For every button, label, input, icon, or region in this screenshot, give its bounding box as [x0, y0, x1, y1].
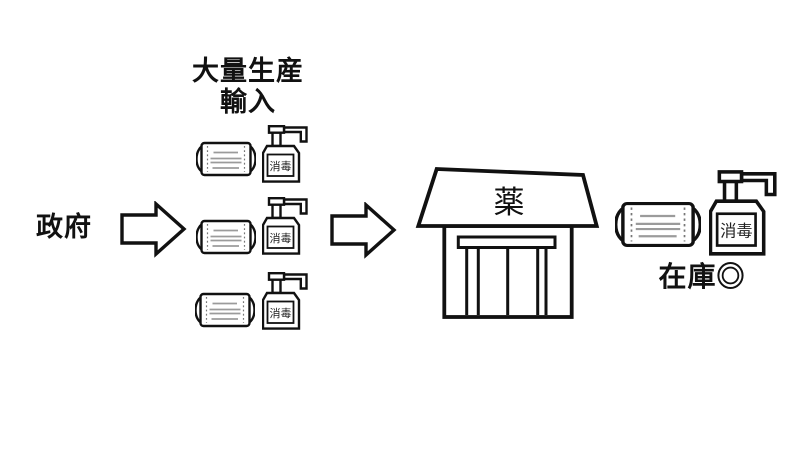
stock-label: 在庫◎	[658, 261, 746, 292]
sanitizer-pump-bottle-icon: 消毒	[262, 125, 308, 183]
process-label-line1: 大量生産	[192, 56, 304, 86]
pharmacy-building-icon: 薬	[415, 167, 600, 319]
process-label: 大量生産 輸入	[178, 56, 318, 118]
face-mask-icon	[195, 292, 255, 328]
sanitizer-label-text: 消毒	[270, 231, 292, 245]
face-mask-icon	[615, 202, 701, 247]
flow-arrow-right-icon-2	[330, 202, 397, 259]
source-label: 政府	[36, 212, 92, 242]
sanitizer-pump-bottle-icon: 消毒	[262, 197, 308, 255]
sanitizer-label-text: 消毒	[270, 306, 292, 320]
pharmacy-sign-text: 薬	[494, 185, 525, 220]
face-mask-icon	[196, 219, 256, 255]
process-label-line2: 輸入	[220, 87, 276, 117]
sanitizer-pump-bottle-icon: 消毒	[262, 272, 308, 330]
face-mask-icon	[196, 141, 256, 177]
sanitizer-label-text: 消毒	[720, 223, 753, 241]
flow-arrow-right-icon-1	[120, 201, 187, 258]
sanitizer-label-text: 消毒	[270, 159, 292, 173]
sanitizer-pump-bottle-icon: 消毒	[709, 170, 777, 256]
